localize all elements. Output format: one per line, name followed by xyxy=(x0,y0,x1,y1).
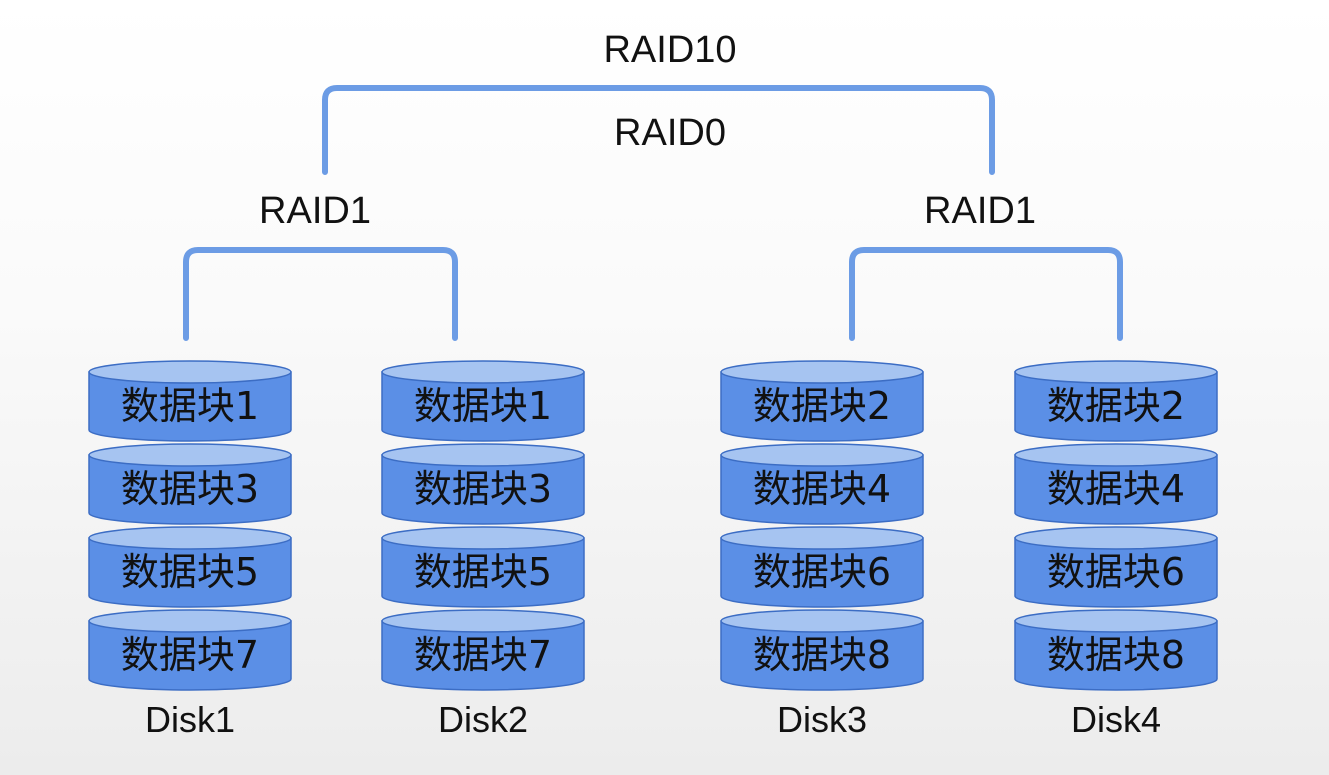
data-block-cylinder: 数据块2 xyxy=(1014,360,1218,442)
disk-label: Disk4 xyxy=(1071,699,1161,740)
data-block-label: 数据块3 xyxy=(121,467,259,511)
raid1-label-right: RAID1 xyxy=(924,190,1036,232)
data-block-label: 数据块1 xyxy=(121,384,259,428)
cylinder-body xyxy=(1014,371,1218,442)
data-block-cylinder: 数据块8 xyxy=(720,609,924,691)
cylinder-body xyxy=(88,454,292,525)
data-block-label: 数据块2 xyxy=(1047,384,1185,428)
data-block-cylinder: 数据块2 xyxy=(720,360,924,442)
cylinder-top xyxy=(720,360,924,384)
cylinder-body xyxy=(720,454,924,525)
disk-label: Disk1 xyxy=(145,699,235,740)
data-block-label: 数据块4 xyxy=(753,467,891,511)
raid1-bracket-left xyxy=(183,247,458,341)
data-block-cylinder: 数据块5 xyxy=(381,526,585,608)
data-block-label: 数据块3 xyxy=(414,467,552,511)
raid0-label: RAID0 xyxy=(614,112,726,154)
cylinder-top xyxy=(1014,443,1218,467)
data-block-label: 数据块6 xyxy=(1047,550,1185,594)
cylinder-body xyxy=(381,371,585,442)
cylinder-top xyxy=(1014,526,1218,550)
data-block-label: 数据块5 xyxy=(414,550,552,594)
cylinder-body xyxy=(1014,620,1218,691)
disk-label: Disk2 xyxy=(438,699,528,740)
data-block-label: 数据块8 xyxy=(1047,633,1185,677)
cylinder-body xyxy=(381,620,585,691)
cylinder-top xyxy=(88,360,292,384)
cylinder-body xyxy=(1014,537,1218,608)
data-block-label: 数据块4 xyxy=(1047,467,1185,511)
data-block-label: 数据块8 xyxy=(753,633,891,677)
cylinder-top xyxy=(720,526,924,550)
data-block-cylinder: 数据块7 xyxy=(381,609,585,691)
data-block-cylinder: 数据块6 xyxy=(1014,526,1218,608)
cylinder-body xyxy=(381,537,585,608)
data-block-cylinder: 数据块6 xyxy=(720,526,924,608)
data-block-cylinder: 数据块4 xyxy=(720,443,924,525)
data-block-cylinder: 数据块5 xyxy=(88,526,292,608)
raid10-label: RAID10 xyxy=(603,29,736,71)
cylinder-top xyxy=(88,526,292,550)
cylinder-top xyxy=(88,443,292,467)
cylinder-top xyxy=(88,609,292,633)
cylinder-top xyxy=(1014,360,1218,384)
cylinder-body xyxy=(381,454,585,525)
raid0-bracket xyxy=(322,85,995,175)
raid1-bracket-right xyxy=(849,247,1123,341)
data-block-label: 数据块6 xyxy=(753,550,891,594)
cylinder-top xyxy=(720,609,924,633)
cylinder-top xyxy=(381,526,585,550)
cylinder-top xyxy=(381,609,585,633)
data-block-label: 数据块1 xyxy=(414,384,552,428)
data-block-cylinder: 数据块3 xyxy=(88,443,292,525)
cylinder-top xyxy=(720,443,924,467)
cylinder-body xyxy=(88,620,292,691)
data-block-cylinder: 数据块7 xyxy=(88,609,292,691)
cylinder-body xyxy=(720,537,924,608)
data-block-label: 数据块7 xyxy=(414,633,552,677)
cylinder-body xyxy=(88,537,292,608)
data-block-cylinder: 数据块3 xyxy=(381,443,585,525)
cylinder-body xyxy=(88,371,292,442)
data-block-cylinder: 数据块1 xyxy=(381,360,585,442)
cylinder-top xyxy=(1014,609,1218,633)
data-block-label: 数据块2 xyxy=(753,384,891,428)
cylinder-body xyxy=(720,620,924,691)
cylinder-top xyxy=(381,360,585,384)
data-block-cylinder: 数据块1 xyxy=(88,360,292,442)
cylinder-body xyxy=(720,371,924,442)
disk-label: Disk3 xyxy=(777,699,867,740)
cylinder-top xyxy=(381,443,585,467)
cylinder-body xyxy=(1014,454,1218,525)
data-block-cylinder: 数据块4 xyxy=(1014,443,1218,525)
data-block-label: 数据块7 xyxy=(121,633,259,677)
data-block-cylinder: 数据块8 xyxy=(1014,609,1218,691)
raid1-label-left: RAID1 xyxy=(259,190,371,232)
data-block-label: 数据块5 xyxy=(121,550,259,594)
